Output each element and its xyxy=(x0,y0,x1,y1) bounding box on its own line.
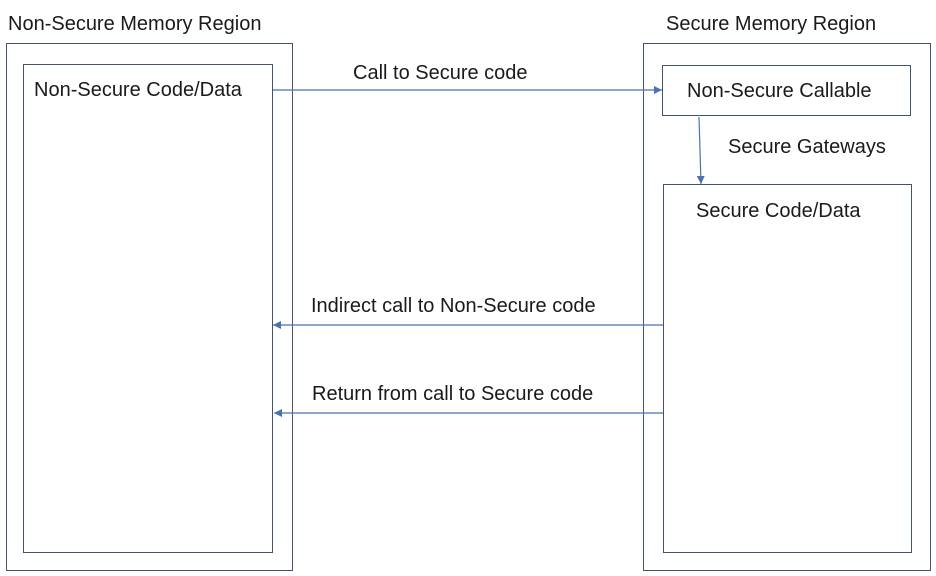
secure-region-title: Secure Memory Region xyxy=(666,13,877,35)
non-secure-callable-block xyxy=(662,65,911,116)
secure-gateways-label: Secure Gateways xyxy=(728,136,886,158)
secure-gateways-arrow xyxy=(696,116,705,185)
non-secure-region-title: Non-Secure Memory Region xyxy=(8,13,262,35)
secure-code-data-block xyxy=(663,184,912,553)
call-to-secure-label: Call to Secure code xyxy=(353,62,528,84)
non-secure-code-data-label: Non-Secure Code/Data xyxy=(34,79,242,101)
indirect-call-label: Indirect call to Non-Secure code xyxy=(311,295,596,317)
return-from-call-label: Return from call to Secure code xyxy=(312,383,594,405)
non-secure-code-data-block xyxy=(23,64,273,553)
non-secure-callable-label: Non-Secure Callable xyxy=(687,80,872,102)
secure-code-data-label: Secure Code/Data xyxy=(696,200,861,222)
